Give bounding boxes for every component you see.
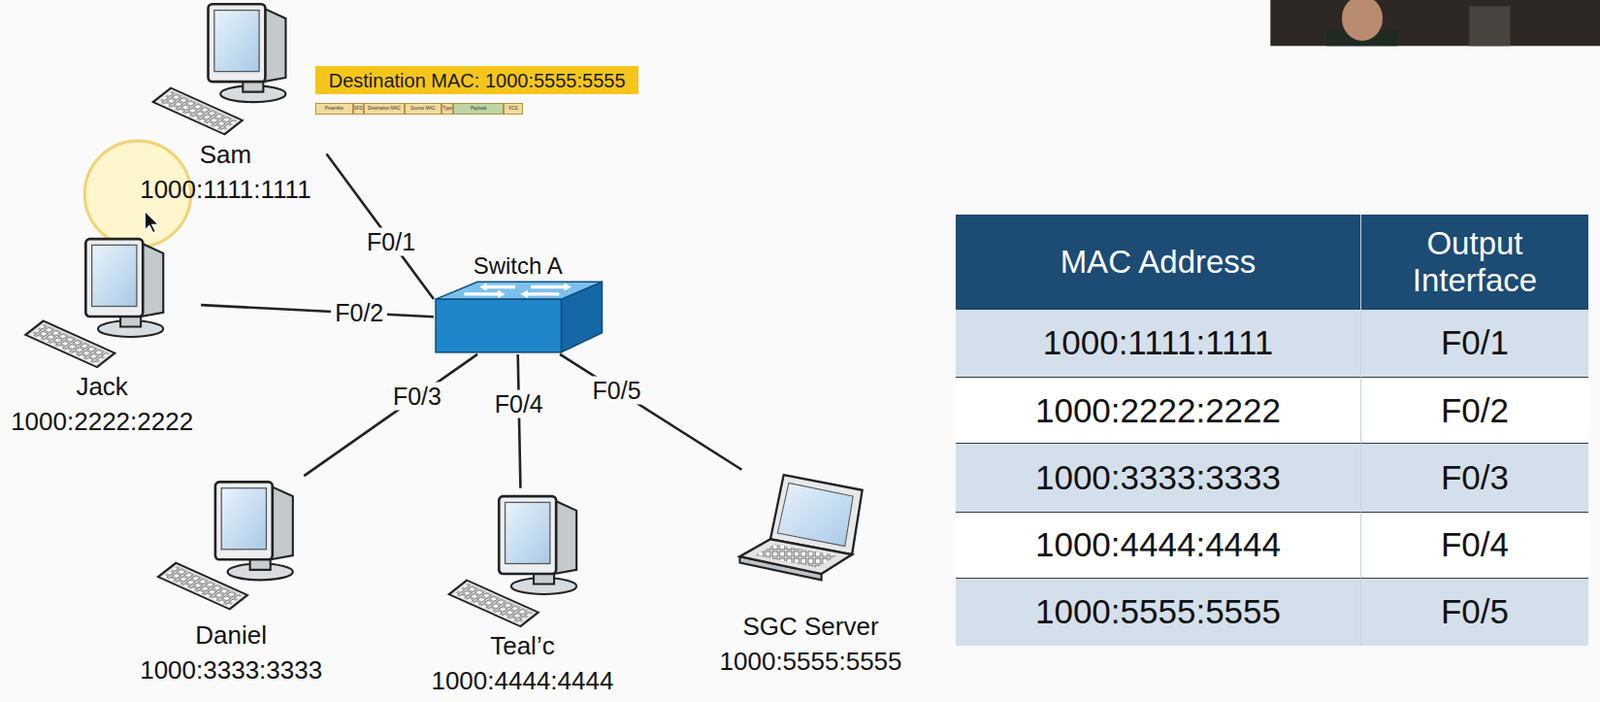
network-link [559,354,742,470]
table-cell: F0/5 [1361,578,1589,646]
cursor-highlight [84,140,191,247]
destination-text: Destination MAC: 1000:5555:5555 [328,68,626,93]
port-label: F0/2 [330,298,388,327]
port-label: F0/1 [362,227,420,256]
table-cell: F0/1 [1361,309,1589,377]
webcam-thumbnail [1270,0,1600,46]
frame-field: FCS [503,102,523,115]
port-label: F0/5 [588,376,646,405]
table-cell: 1000:5555:5555 [955,578,1362,646]
frame-field: Type [441,102,455,115]
switch-arrow [479,282,516,291]
port-label-holder: F0/5 [588,376,646,405]
table-cell: F0/3 [1361,443,1589,511]
switch-front [435,298,561,353]
frame-field: Payload [453,102,504,115]
frame-field: SFD [353,102,364,115]
host-name: Jack [75,368,128,404]
server-node: SGC Server1000:5555:5555 [712,469,910,680]
keyboard-icon [449,580,539,627]
mouse-cursor [144,211,159,233]
device-name: Switch A [473,252,563,280]
laptop-keys [754,544,837,568]
network-link [200,304,434,317]
laptop-icon [739,474,862,580]
host-name: Daniel [195,617,267,653]
host-node: Daniel1000:3333:3333 [132,475,330,687]
host-node: Jack1000:2222:2222 [2,232,201,439]
mac-address: 1000:4444:4444 [430,662,614,698]
network-link [303,354,478,476]
field-name: Payload [470,105,487,112]
host-node: Sam1000:1111:1111 [124,1,327,207]
monitor-icon [498,495,577,594]
port-label-holder: F0/2 [330,298,388,327]
mac-address: 1000:1111:1111 [139,171,311,207]
webcam-person-face [1341,0,1383,41]
switch-icon [435,281,602,353]
port-label-holder: F0/4 [490,390,548,419]
keyboard-icon [25,320,115,367]
port-label: F0/4 [490,390,548,419]
monitor-icon [215,481,294,580]
field-name: Type [442,105,453,112]
frame-field: Destination MAC [363,102,405,115]
table-header: Output Interface [1361,214,1589,310]
monitor-icon [208,3,287,102]
port-label-holder: F0/3 [389,382,446,411]
port-label: F0/3 [389,382,446,411]
mac-address-table: MAC AddressOutput Interface1000:1111:111… [955,214,1589,646]
switch-arrow [464,290,506,298]
mac-address: 1000:3333:3333 [139,652,323,687]
network-illustration [25,0,1600,626]
table-cell: 1000:4444:4444 [955,511,1362,579]
table-cell: F0/2 [1361,376,1589,444]
destination-tag: Destination MAC: 1000:5555:5555 [315,65,639,94]
laptop-base [739,538,852,574]
mac-address: 1000:5555:5555 [719,643,903,679]
switch-node: Switch A [433,250,603,355]
host-name: SGC Server [742,608,879,644]
table-cell: 1000:3333:3333 [955,443,1362,511]
frame-field: Source MAC [404,102,442,115]
table-cell: 1000:1111:1111 [955,309,1362,377]
network-link [326,154,434,300]
switch-top [435,281,602,299]
port-label-holder: F0/1 [362,227,420,256]
table-cell: 1000:2222:2222 [955,376,1362,444]
mac-address: 1000:2222:2222 [10,403,194,439]
network-link [518,354,522,489]
switch-arrow [520,290,559,298]
host-node: Teal’c1000:4444:4444 [424,488,620,699]
frame-field: Preamble [315,102,354,115]
field-name: SFD [354,105,363,112]
field-name: Preamble [325,105,344,112]
table-cell: F0/4 [1361,511,1589,579]
field-name: FCS [508,105,518,112]
table-header: MAC Address [955,214,1362,310]
host-name: Teal’c [489,627,555,663]
webcam-microphone [1469,5,1510,46]
host-name: Sam [199,136,252,172]
field-name: Source MAC [410,105,436,112]
keyboard-icon [153,88,243,135]
laptop-screen [777,482,853,546]
monitor-icon [85,238,164,337]
keyboard-icon [158,562,248,610]
field-name: Destination MAC [367,105,401,112]
switch-arrow [530,282,572,291]
